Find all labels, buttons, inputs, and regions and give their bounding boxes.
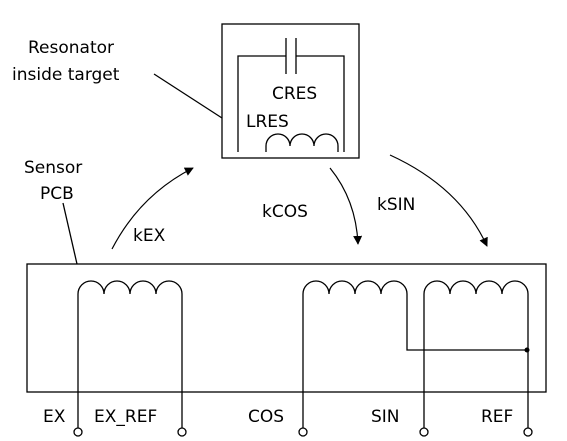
ksin-label: kSIN — [377, 195, 415, 215]
kcos-label: kCOS — [262, 202, 308, 222]
ksin-coupling-arrow — [389, 154, 488, 247]
sensor-caption-line2: PCB — [40, 184, 74, 204]
resonator-caption-line2: inside target — [12, 65, 120, 85]
cos-terminal-icon — [298, 427, 308, 437]
sin-label: SIN — [371, 407, 400, 427]
resonator-box: CRES LRES — [221, 23, 360, 159]
resonator-caption-line1: Resonator — [28, 38, 114, 58]
ref-terminal-icon — [523, 427, 533, 437]
resonator-inductor — [265, 133, 339, 152]
terminals: EX EX_REF COS SIN REF — [43, 407, 533, 437]
sin-terminal-icon — [419, 427, 429, 437]
cos-coil — [302, 280, 527, 428]
kcos-coupling-arrow — [329, 167, 363, 245]
ex-label: EX — [43, 407, 66, 427]
sin-coil — [423, 280, 529, 428]
ref-junction-dot — [524, 347, 530, 353]
ref-label: REF — [481, 407, 513, 427]
lres-label: LRES — [246, 112, 289, 132]
sensor-pcb-box — [26, 263, 547, 393]
resonator-leader-line — [153, 73, 223, 119]
cos-label: COS — [248, 407, 284, 427]
kex-coupling-arrow — [111, 167, 194, 250]
ex-terminal-icon — [73, 427, 83, 437]
ex-ref-terminal-icon — [177, 427, 187, 437]
sensor-leader-line — [62, 202, 78, 265]
sensor-caption-line1: Sensor — [24, 158, 82, 178]
cres-label: CRES — [272, 84, 317, 104]
kex-label: kEX — [133, 226, 166, 246]
ex-ref-label: EX_REF — [94, 407, 157, 427]
excitation-coil — [77, 280, 183, 428]
resonator-capacitor — [237, 38, 345, 152]
